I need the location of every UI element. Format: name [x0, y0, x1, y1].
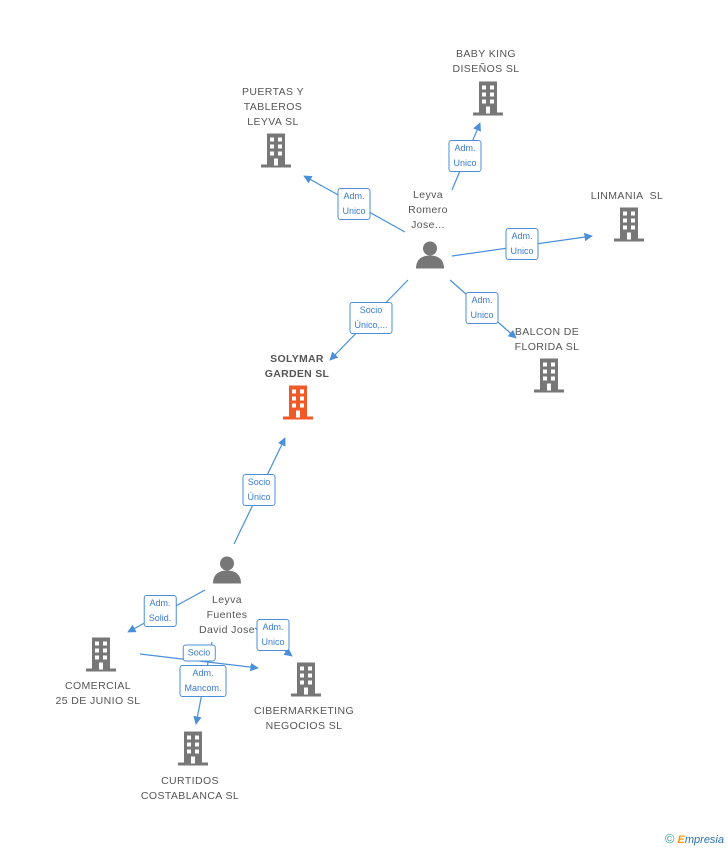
building-icon[interactable]: [178, 731, 208, 771]
empresia-watermark[interactable]: © Empresia: [665, 831, 724, 846]
company-label[interactable]: BABY KING DISEÑOS SL: [452, 48, 520, 75]
brand-name: mpresia: [684, 834, 724, 846]
edge-label: Adm. Unico: [505, 228, 539, 260]
company-label[interactable]: COMERCIAL 25 DE JUNIO SL: [55, 680, 141, 707]
edge-label: Adm. Mancom.: [179, 665, 227, 697]
brand-initial: E: [677, 834, 685, 846]
edge-label: Socio: [182, 644, 216, 662]
person-label[interactable]: Leyva Fuentes David Jose: [199, 594, 255, 636]
person-icon[interactable]: [415, 241, 445, 274]
company-label[interactable]: BALCON DE FLORIDA SL: [514, 326, 580, 353]
person-label[interactable]: Leyva Romero Jose...: [408, 189, 448, 231]
person-icon[interactable]: [212, 556, 242, 589]
edge-label: Adm. Unico: [465, 292, 499, 324]
edge-label: Adm. Solid.: [143, 595, 177, 627]
company-label[interactable]: CIBERMARKETING NEGOCIOS SL: [253, 705, 355, 732]
copyright-icon: ©: [664, 831, 675, 846]
main-company-label[interactable]: SOLYMAR GARDEN SL: [264, 353, 330, 380]
building-icon[interactable]: [534, 358, 564, 398]
company-label[interactable]: CURTIDOS COSTABLANCA SL: [140, 775, 240, 802]
main-company-building-icon[interactable]: [283, 385, 313, 425]
company-label[interactable]: PUERTAS Y TABLEROS LEYVA SL: [242, 86, 304, 128]
edge-label: Socio Único,...: [349, 302, 393, 334]
edge-label: Adm. Unico: [337, 188, 371, 220]
edge-label: Adm. Unico: [256, 619, 290, 651]
building-icon[interactable]: [86, 637, 116, 677]
edge-label: Adm. Unico: [448, 140, 482, 172]
building-icon[interactable]: [473, 81, 503, 121]
company-label[interactable]: LINMANIA SL: [590, 190, 664, 202]
edge-label: Socio Único: [242, 474, 276, 506]
building-icon[interactable]: [261, 133, 291, 173]
building-icon[interactable]: [614, 207, 644, 247]
building-icon[interactable]: [291, 662, 321, 702]
